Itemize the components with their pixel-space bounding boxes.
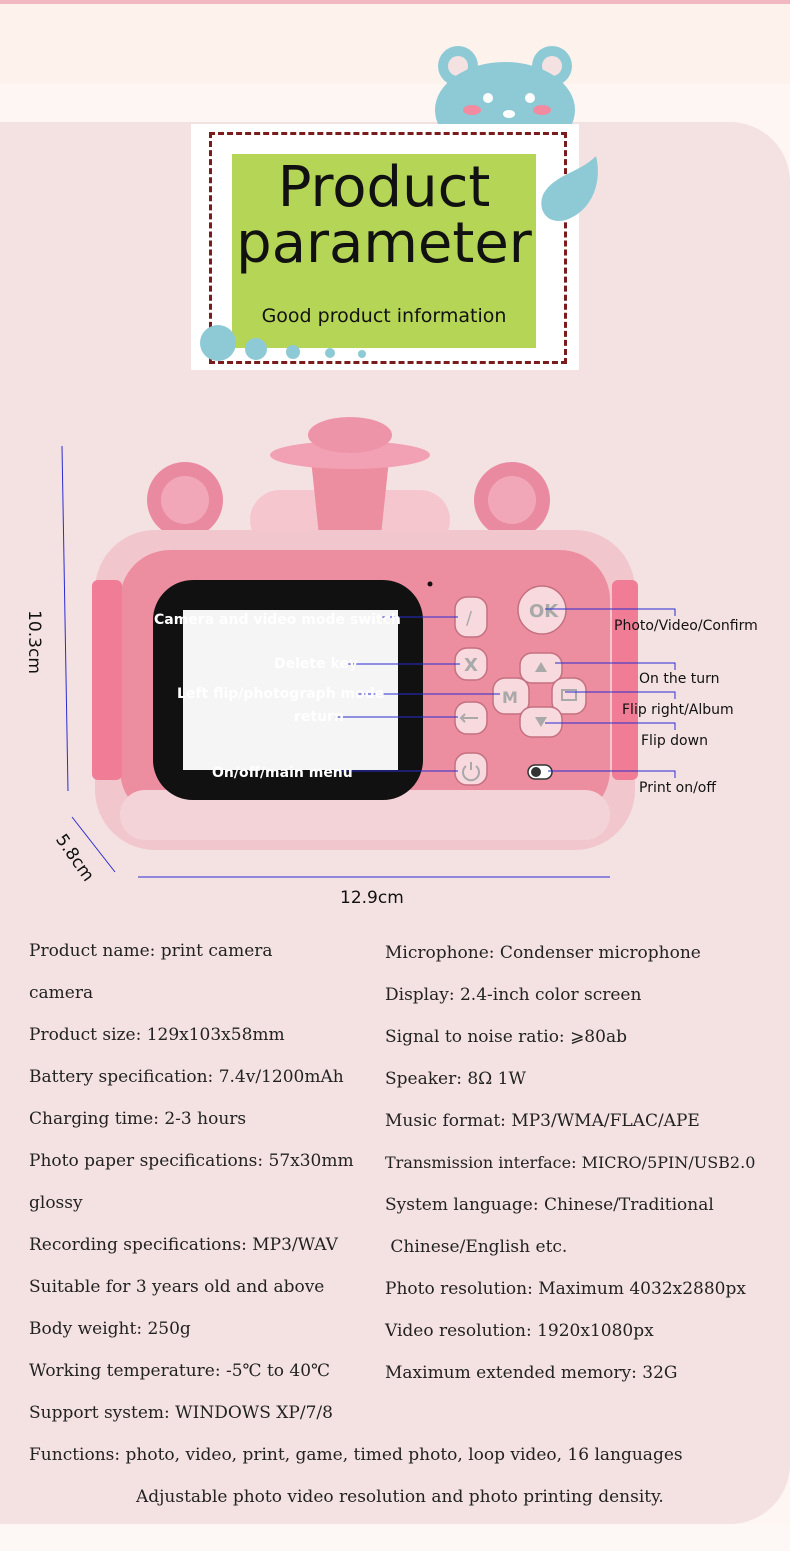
page-subtitle: Good product information <box>261 305 507 327</box>
spec-right-8: Photo resolution: Maximum 4032x2880px <box>385 1279 746 1299</box>
label-power-menu: On/off/main menu <box>212 765 353 781</box>
spec-right-9: Video resolution: 1920x1080px <box>385 1321 654 1341</box>
spec-right-7: Chinese/English etc. <box>385 1237 568 1257</box>
spec-right-3: Speaker: 8Ω 1W <box>385 1069 526 1089</box>
spec-left-11: Support system: WINDOWS XP/7/8 <box>29 1403 333 1423</box>
page-title-line2: parameter <box>236 211 532 276</box>
label-flip-down: Flip down <box>641 733 708 749</box>
spec-left-5: Photo paper specifications: 57x30mm <box>29 1151 354 1171</box>
spec-right-10: Maximum extended memory: 32G <box>385 1363 678 1383</box>
dimension-width: 12.9cm <box>340 888 404 908</box>
spec-left-1: camera <box>29 983 94 1003</box>
spec-right-0: Microphone: Condenser microphone <box>385 943 701 963</box>
svg-text:OK: OK <box>529 601 559 622</box>
spec-adjustable: Adjustable photo video resolution and ph… <box>136 1487 664 1507</box>
svg-text:X: X <box>464 655 478 676</box>
top-band <box>0 4 790 84</box>
spec-right-1: Display: 2.4-inch color screen <box>385 985 642 1005</box>
page-title: Product parameter <box>232 160 536 272</box>
spec-right-6: System language: Chinese/Traditional <box>385 1195 714 1215</box>
title-card-dashed-border <box>209 132 567 364</box>
spec-left-10: Working temperature: -5℃ to 40℃ <box>29 1361 331 1381</box>
label-return: return <box>294 709 344 725</box>
svg-text:/: / <box>466 608 473 629</box>
title-card-green-panel <box>232 154 536 348</box>
spec-right-5: Transmission interface: MICRO/5PIN/USB2.… <box>385 1153 756 1172</box>
decorative-drop-icon <box>541 156 598 221</box>
label-print-onoff: Print on/off <box>639 780 717 796</box>
spec-left-6: glossy <box>29 1193 83 1213</box>
label-flip-right: Flip right/Album <box>622 702 734 718</box>
page-title-line1: Product <box>277 155 491 220</box>
bottom-band <box>0 1524 790 1551</box>
spec-left-3: Battery specification: 7.4v/1200mAh <box>29 1067 344 1087</box>
bear-mascot-icon <box>435 46 575 140</box>
spec-left-4: Charging time: 2-3 hours <box>29 1109 247 1129</box>
svg-text:M: M <box>502 688 518 707</box>
spec-left-9: Body weight: 250g <box>29 1319 191 1339</box>
spec-left-0: Product name: print camera <box>29 941 273 961</box>
spec-right-4: Music format: MP3/WMA/FLAC/APE <box>385 1111 700 1131</box>
dimension-height: 10.3cm <box>23 610 44 674</box>
label-on-the-turn: On the turn <box>639 671 720 687</box>
spec-right-2: Signal to noise ratio: ⩾80ab <box>385 1027 627 1047</box>
label-left-flip: Left flip/photograph mode <box>177 686 385 702</box>
camera-illustration: OK / X M <box>92 417 638 850</box>
spec-left-2: Product size: 129x103x58mm <box>29 1025 285 1045</box>
label-photo-confirm: Photo/Video/Confirm <box>614 618 758 634</box>
spec-functions: Functions: photo, video, print, game, ti… <box>29 1445 683 1465</box>
label-mode-switch: Camera and video mode switch <box>154 612 401 628</box>
decorative-dots-icon <box>200 325 366 361</box>
spec-left-8: Suitable for 3 years old and above <box>29 1277 325 1297</box>
spec-left-7: Recording specifications: MP3/WAV <box>29 1235 338 1255</box>
top-accent-bar <box>0 0 790 4</box>
label-delete-key: Delete key <box>274 656 359 672</box>
